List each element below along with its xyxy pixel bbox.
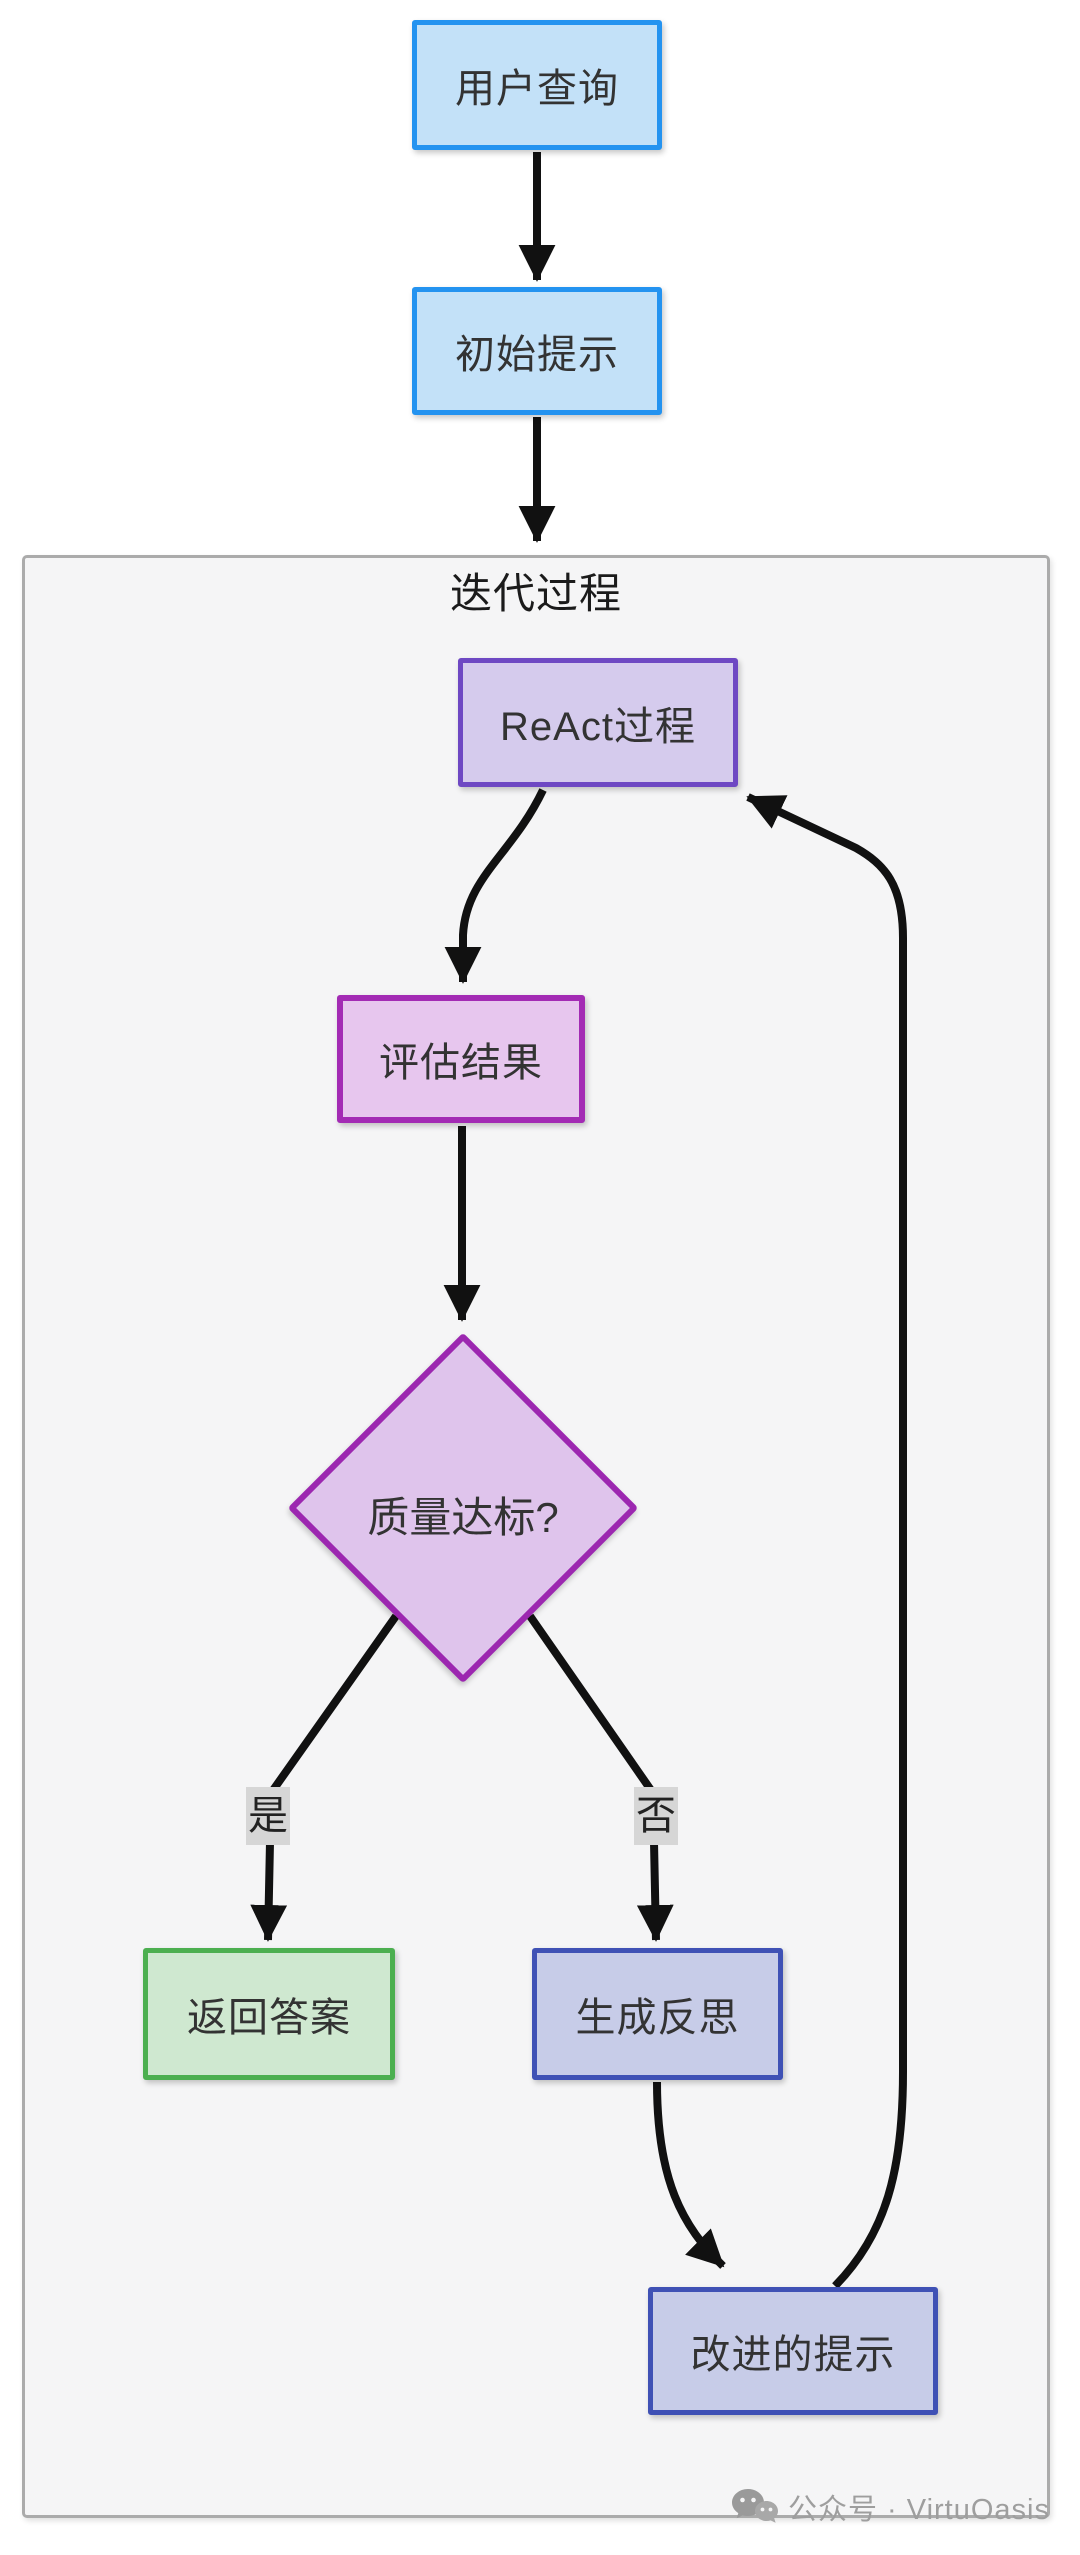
node-quality-check-label: 质量达标?: [367, 1494, 559, 1541]
node-initial-prompt: 初始提示: [412, 287, 662, 415]
node-react-process-label: ReAct过程: [500, 704, 696, 749]
edge-react-process-to-evaluate-result: [444, 788, 547, 984]
node-initial-prompt-label: 初始提示: [455, 333, 619, 377]
node-user-query: 用户查询: [412, 20, 662, 150]
node-improved-prompt: 改进的提示: [648, 2287, 938, 2415]
edge-improved-prompt-to-react-process: [746, 793, 907, 2289]
node-evaluate-result-label: 评估结果: [379, 1041, 543, 1085]
subgraph-title: 迭代过程: [449, 570, 622, 617]
node-generate-reflection-label: 生成反思: [575, 1996, 740, 2040]
node-react-process: ReAct过程: [458, 658, 738, 787]
node-return-answer-label: 返回答案: [187, 1996, 351, 2040]
node-evaluate-result: 评估结果: [337, 995, 585, 1123]
node-return-answer: 返回答案: [143, 1948, 395, 2080]
node-user-query-label: 用户查询: [455, 67, 619, 111]
edge-quality-check-to-return-answer: [250, 1613, 400, 1942]
edge-quality-check-to-generate-reflection: [526, 1613, 674, 1942]
watermark: 公众号 · VirtuOasis: [731, 2486, 1050, 2528]
wechat-icon: [731, 2489, 778, 2523]
node-improved-prompt-label: 改进的提示: [690, 2333, 896, 2377]
edge-label-yes: 是: [246, 1787, 290, 1845]
watermark-text: 公众号 · VirtuOasis: [787, 2494, 1050, 2526]
edge-generate-reflection-to-improved-prompt: [653, 2081, 726, 2269]
node-generate-reflection: 生成反思: [532, 1948, 783, 2080]
edge-label-no: 否: [634, 1787, 678, 1845]
